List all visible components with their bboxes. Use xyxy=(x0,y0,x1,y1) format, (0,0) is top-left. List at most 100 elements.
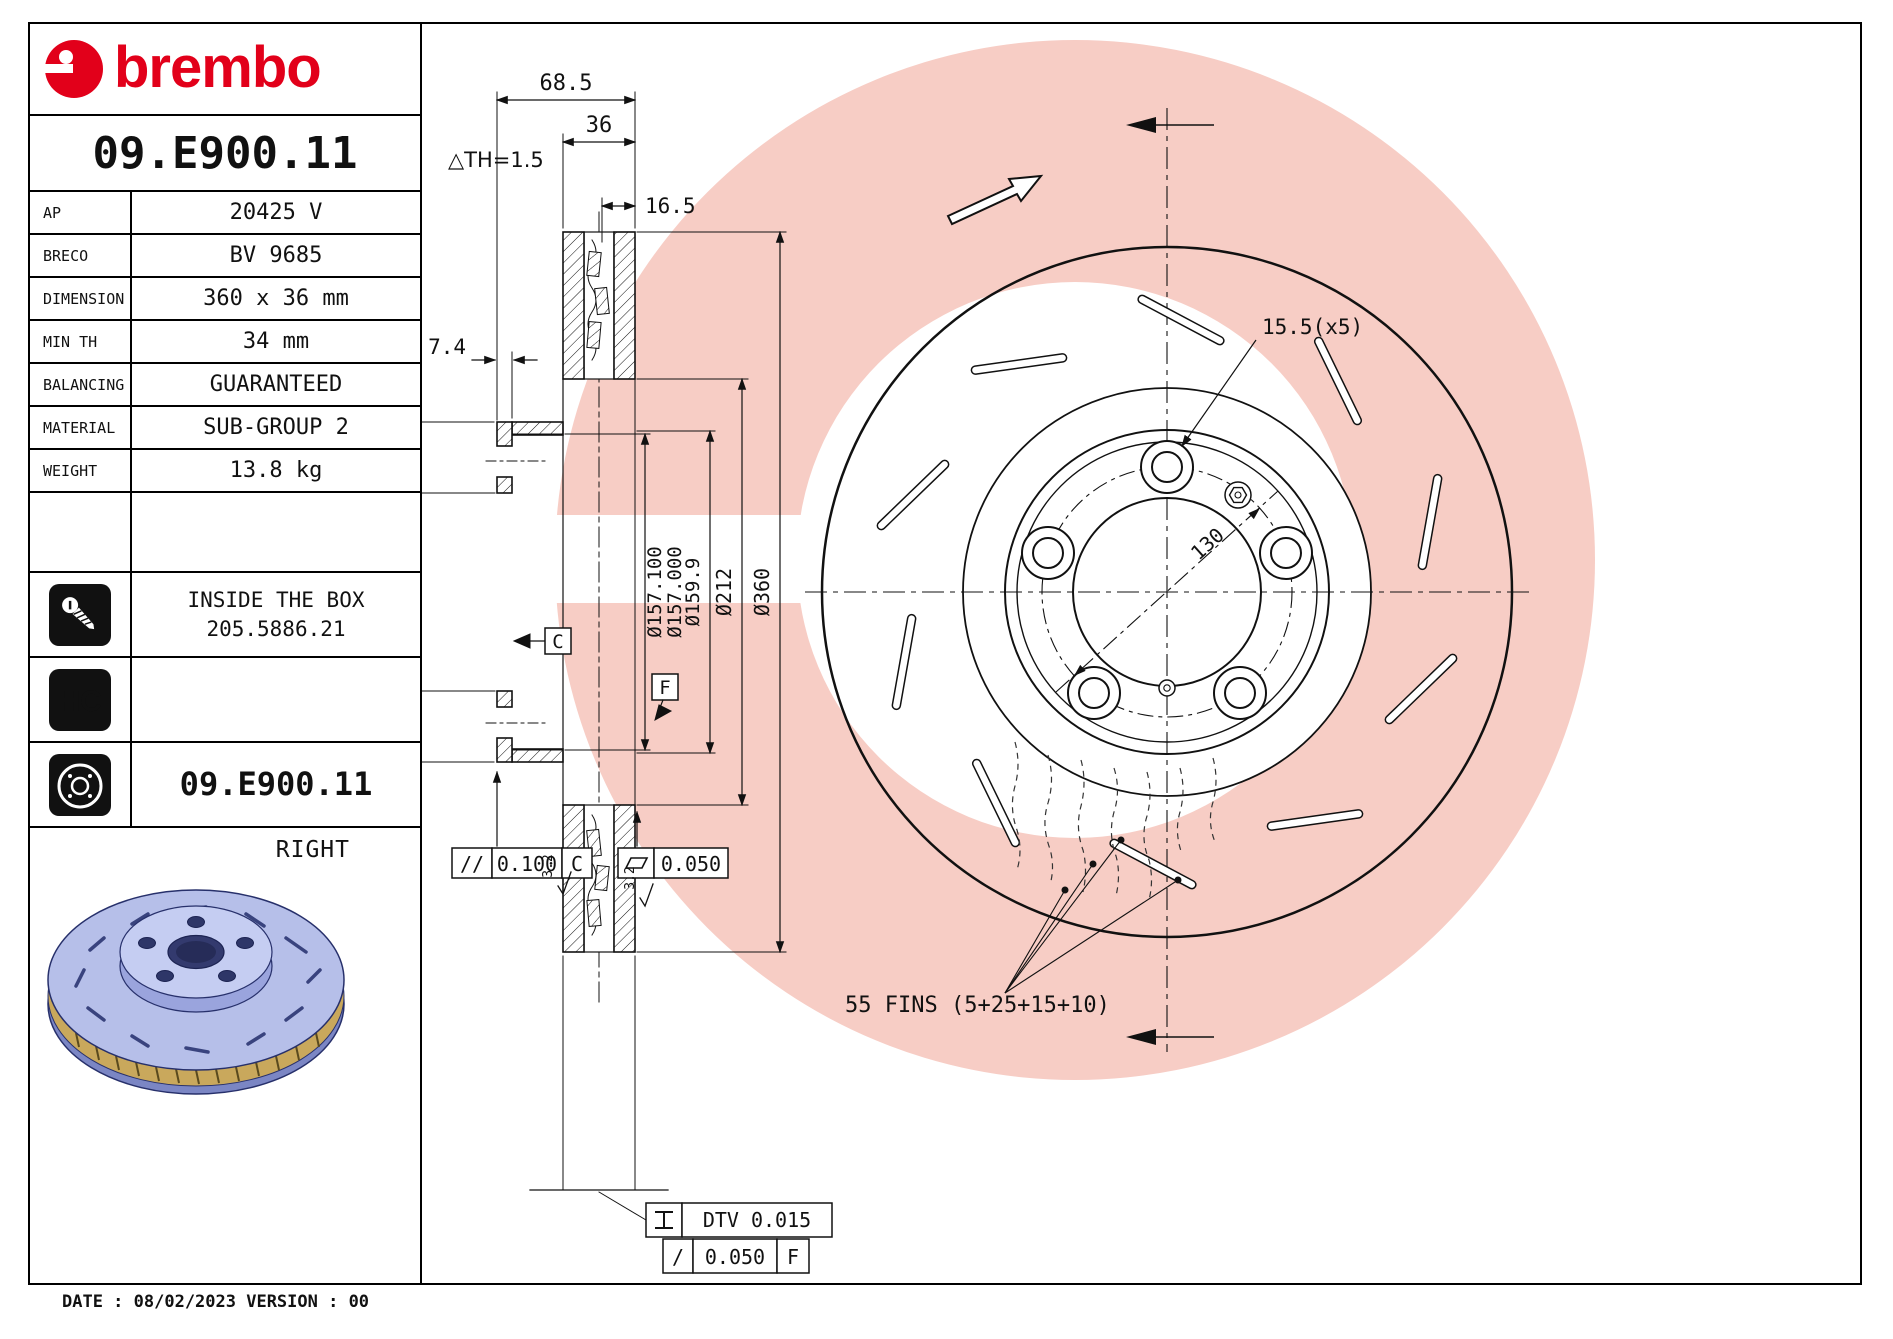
spec-row-dimension: DIMENSION 360 x 36 mm xyxy=(30,278,420,321)
spec-value: 360 x 36 mm xyxy=(203,286,349,311)
left-panel: brembo 09.E900.11 AP 20425 V BRECO BV 96… xyxy=(30,24,422,1283)
spec-label: MIN TH xyxy=(30,321,132,362)
spec-label: DIMENSION xyxy=(30,278,132,319)
spec-row-breco: BRECO BV 9685 xyxy=(30,235,420,278)
disc-icon-cell xyxy=(30,743,132,826)
dim-total-width: 68.5 xyxy=(540,71,593,96)
screw-icon xyxy=(49,583,111,646)
spec-row-ap: AP 20425 V xyxy=(30,192,420,235)
fins-callout-label: 55 FINS (5+25+15+10) xyxy=(845,993,1110,1018)
cross-section-view: 68.5 36 16.5 △TH=1.5 7.4 Ø169.2 Ø98 xyxy=(333,71,833,1274)
spec-value: SUB-GROUP 2 xyxy=(203,415,349,440)
brembo-logo-icon xyxy=(42,40,103,98)
hat-section xyxy=(485,378,636,806)
runout-symbol: / xyxy=(672,1245,684,1269)
spec-value: 20425 V xyxy=(229,200,323,225)
dia-pilot-max: Ø157.100 xyxy=(644,546,666,638)
runout-value: 0.050 xyxy=(705,1245,765,1269)
flatness-tolerance-box xyxy=(617,810,729,879)
disc-outer-circle xyxy=(820,245,1514,939)
hc-text-cell xyxy=(132,658,420,741)
spec-row-weight: WEIGHT 13.8 kg xyxy=(30,450,420,493)
dia-ring-inner: Ø212 xyxy=(712,568,736,616)
dim-hat-depth: 16.5 xyxy=(645,194,696,218)
spec-value: BV 9685 xyxy=(229,243,323,268)
bolt-hole xyxy=(1213,666,1267,720)
dtv-label: DTV 0.015 xyxy=(703,1208,811,1232)
inside-the-box-row: INSIDE THE BOX 205.5886.21 xyxy=(30,573,420,658)
section-dimensions-right xyxy=(564,230,787,954)
parallelism-datum: C xyxy=(571,852,583,876)
dia-friction-inner: Ø159.9 xyxy=(682,558,704,627)
spec-label: BALANCING xyxy=(30,364,132,405)
bolt-circle-dimension xyxy=(1055,490,1279,693)
hc-badge-label: HC xyxy=(58,685,101,718)
brand-header: brembo xyxy=(30,24,420,116)
spec-row-material: MATERIAL SUB-GROUP 2 xyxy=(30,407,420,450)
disc-3d-render xyxy=(47,889,345,1095)
part-number: 09.E900.11 xyxy=(92,127,358,179)
boxed-part-number-cell: 09.E900.11 xyxy=(132,743,420,826)
spec-label: BRECO xyxy=(30,235,132,276)
inside-the-box-part: 205.5886.21 xyxy=(206,616,346,641)
screw-icon-cell xyxy=(30,573,132,656)
inside-the-box-title: INSIDE THE BOX xyxy=(187,588,365,613)
vent-edge-hatch xyxy=(75,1032,320,1085)
parallelism-value: 0.100 xyxy=(497,852,557,876)
rotation-arrow xyxy=(946,174,1044,226)
hc-icon-cell: HC xyxy=(30,658,132,741)
datum-c-flag xyxy=(512,627,572,655)
bolt-hole xyxy=(1140,440,1194,494)
set-screw-hole xyxy=(1224,481,1252,509)
orientation-label: RIGHT xyxy=(275,837,350,863)
spec-row-min-th: MIN TH 34 mm xyxy=(30,321,420,364)
boxed-part-number-row: 09.E900.11 xyxy=(30,743,420,828)
roughness-1: 3.2 xyxy=(541,854,556,877)
friction-ring-top-section xyxy=(562,231,636,380)
dim-flange-thickness: 7.4 xyxy=(428,335,466,359)
inside-the-box-text: INSIDE THE BOX 205.5886.21 xyxy=(132,573,420,656)
hub-bolt-holes xyxy=(138,916,254,982)
brand-wordmark: brembo xyxy=(114,34,322,100)
dim-th-callout: △TH=1.5 xyxy=(448,148,544,172)
section-dimensions-top xyxy=(471,91,637,421)
boxed-part-number: 09.E900.11 xyxy=(179,764,373,803)
hole-callout-label: 15.5(x5) xyxy=(1262,315,1363,339)
datum-f-label: F xyxy=(659,677,670,699)
view-direction-arrow-bottom xyxy=(1126,1029,1214,1045)
brake-disc-icon xyxy=(49,753,111,816)
spec-label: MATERIAL xyxy=(30,407,132,448)
bolt-hole xyxy=(1259,526,1313,580)
hidden-vanes xyxy=(1011,741,1217,901)
disc-slots xyxy=(876,294,1458,890)
spec-value: GUARANTEED xyxy=(209,372,343,397)
parallelism-tolerance-box xyxy=(451,770,593,879)
fins-callout xyxy=(1004,836,1182,994)
spec-value: 13.8 kg xyxy=(229,458,323,483)
flatness-value: 0.050 xyxy=(661,852,721,876)
runout-datum: F xyxy=(787,1245,799,1269)
roughness-marks xyxy=(557,871,654,908)
hc-badge-icon: HC xyxy=(49,668,111,731)
spacer-cell xyxy=(30,493,132,571)
spec-label: AP xyxy=(30,192,132,233)
dia-pilot-min: Ø157.000 xyxy=(664,546,686,638)
dia-outer: Ø360 xyxy=(750,568,774,616)
view-direction-arrow-top xyxy=(1126,117,1214,133)
hole-callout-leader xyxy=(1181,339,1257,447)
spacer-row xyxy=(30,493,420,573)
spec-row-balancing: BALANCING GUARANTEED xyxy=(30,364,420,407)
part-number-heading: 09.E900.11 xyxy=(30,116,420,192)
parallelism-symbol: // xyxy=(460,852,484,876)
spec-value: 34 mm xyxy=(242,329,310,354)
roughness-2: 3.2 xyxy=(623,866,638,889)
pin-hole xyxy=(1158,679,1176,697)
dtv-icon xyxy=(655,1211,673,1229)
hc-row: HC xyxy=(30,658,420,743)
dtv-runout-callout xyxy=(529,955,833,1274)
datum-c-label: C xyxy=(552,631,563,653)
front-view: 130 15.5(x5) 55 FINS (5+25+15+ xyxy=(805,108,1530,1052)
dim-disc-thickness: 36 xyxy=(586,113,613,138)
bolt-hole xyxy=(1021,526,1075,580)
